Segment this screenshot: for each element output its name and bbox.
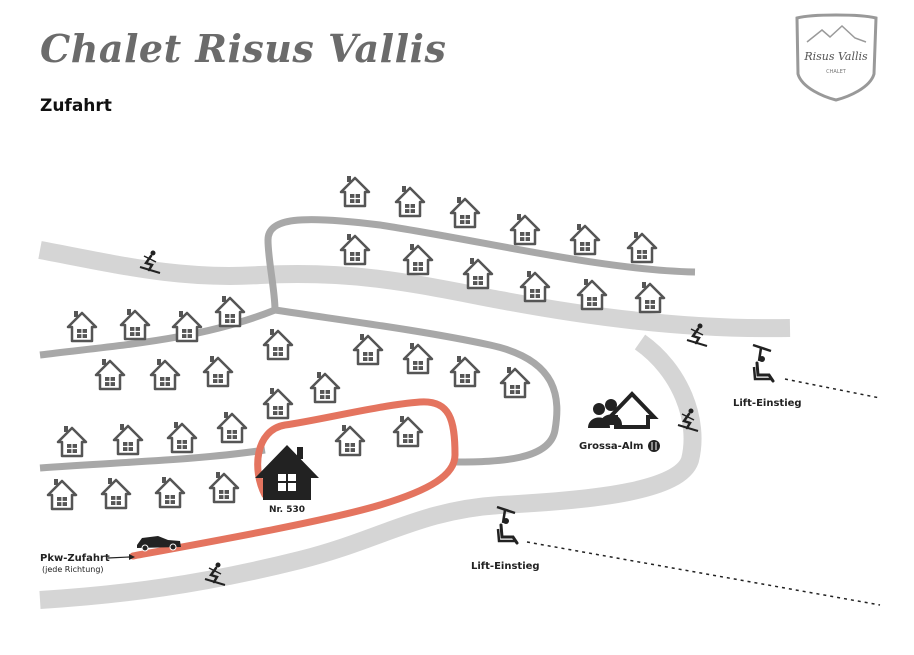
ski-slope-right [39,334,702,609]
cutlery-icon [648,440,660,452]
restaurant-label: Grossa-Alm [579,441,643,452]
lift-upper-label: Lift-Einstieg [733,398,802,409]
car-access-note: (jede Richtung) [42,565,104,574]
page-title: Chalet Risus Vallis [40,26,447,71]
ski-slope-upper [38,241,791,338]
logo-text: Risus Vallis [803,50,868,63]
logo: Risus Vallis CHALET [795,13,878,102]
lift-lower-label: Lift-Einstieg [471,561,540,572]
restaurant-icon [588,391,659,429]
lift-line-lower [526,541,881,606]
lift-line-upper [784,378,881,399]
page-subtitle: Zufahrt [40,96,112,116]
chairlift-icon [751,343,775,383]
chalet-number-label: Nr. 530 [269,505,305,515]
road-upper-loop [264,216,696,311]
road-lower [39,446,266,472]
chalet-530-icon [255,445,319,500]
road-left-upper [39,306,277,359]
car-icon [137,536,181,552]
car-access-arrow [107,556,130,559]
car-access-label: Pkw-Zufahrt [40,553,110,564]
logo-tagline: CHALET [826,69,847,75]
access-route [129,398,459,560]
road-middle [274,306,561,466]
